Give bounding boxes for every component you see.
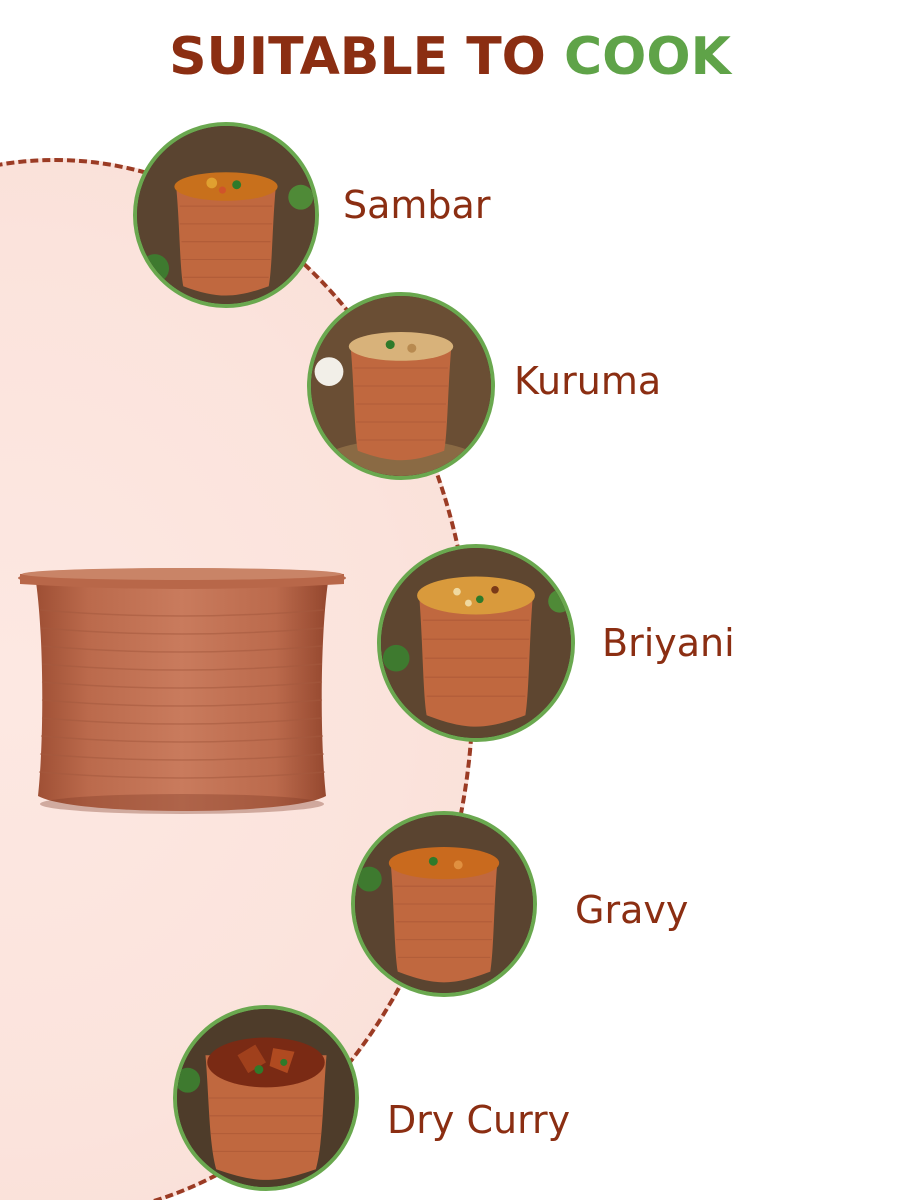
dish-label: Gravy [575, 888, 689, 932]
dish-label: Briyani [602, 621, 735, 665]
page-title: SUITABLE TO COOK [0, 24, 900, 90]
dish-label: Dry Curry [387, 1098, 571, 1142]
title-part-brown: SUITABLE TO [169, 27, 546, 87]
title-part-green: COOK [564, 27, 731, 87]
dry-curry-illustration [177, 1009, 355, 1187]
briyani-pot-icon [377, 544, 575, 742]
dish-label: Sambar [343, 183, 491, 227]
dish-label: Kuruma [514, 359, 662, 403]
sambar-illustration [137, 126, 315, 304]
gravy-illustration [355, 815, 533, 993]
briyani-illustration [381, 548, 571, 738]
clay-pot-icon [14, 560, 350, 840]
gravy-pot-icon [351, 811, 537, 997]
clay-pot-illustration [18, 568, 346, 814]
kuruma-pot-icon [307, 292, 495, 480]
sambar-pot-icon [133, 122, 319, 308]
dry-curry-pot-icon [173, 1005, 359, 1191]
kuruma-illustration [311, 296, 491, 476]
